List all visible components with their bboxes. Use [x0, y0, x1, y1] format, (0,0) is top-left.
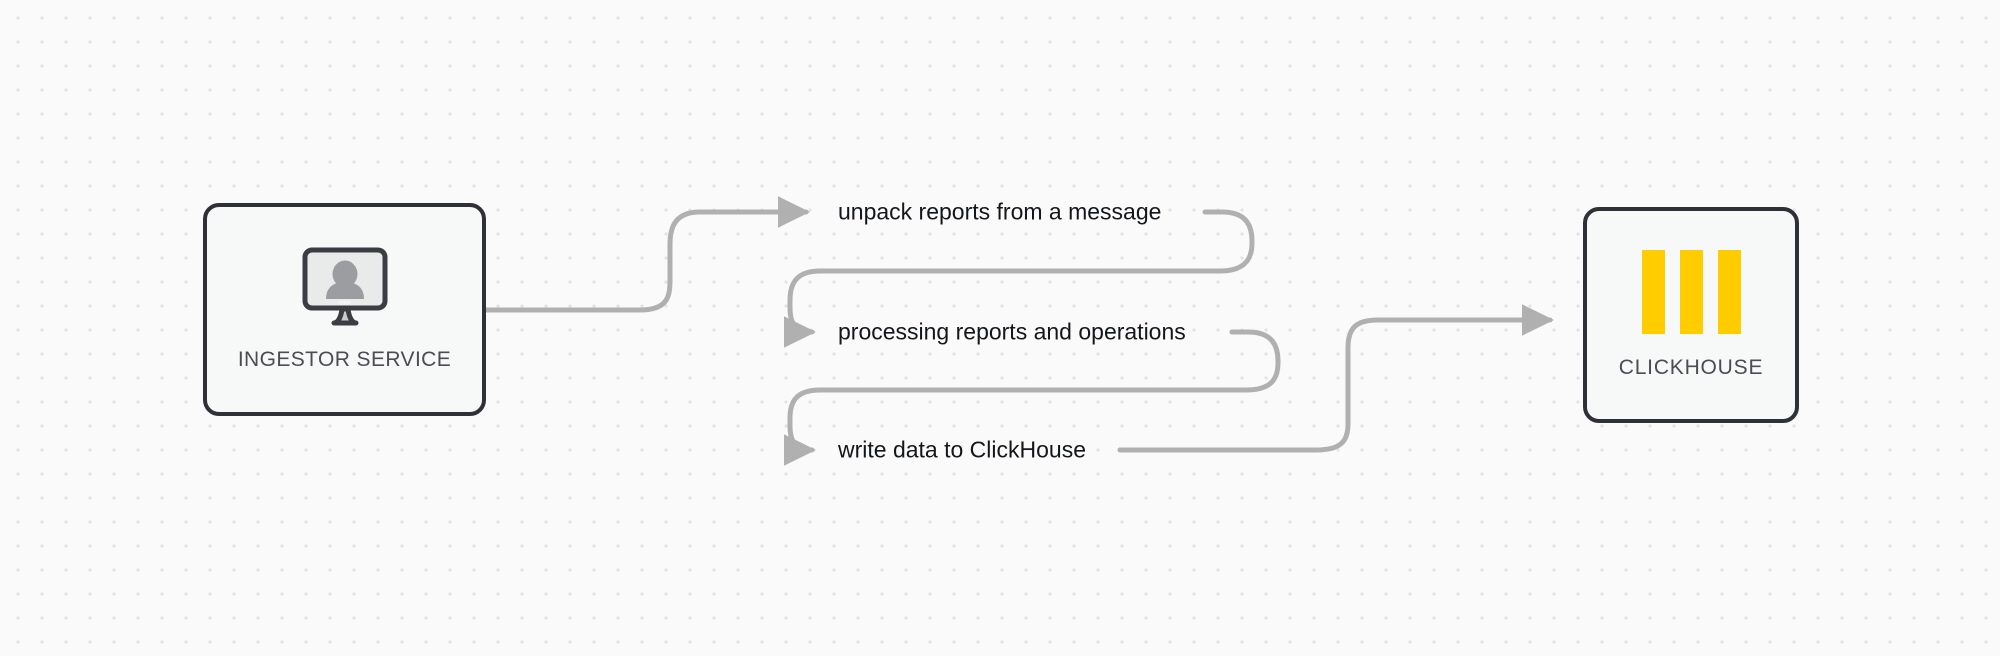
- clickhouse-bar: [1717, 250, 1741, 334]
- node-clickhouse[interactable]: CLICKHOUSE: [1583, 207, 1799, 423]
- node-clickhouse-label: CLICKHOUSE: [1618, 356, 1764, 379]
- edge-label-unpack-reports: unpack reports from a message: [832, 198, 1168, 226]
- clickhouse-bar: [1679, 250, 1703, 334]
- node-ingestor-label: INGESTOR SERVICE: [237, 348, 452, 371]
- clickhouse-bar: [1641, 250, 1665, 334]
- edge-path-0-return: [783, 209, 1255, 348]
- edge-path-2-out: [1117, 304, 1555, 453]
- edge-label-write-data: write data to ClickHouse: [832, 436, 1092, 464]
- clickhouse-logo-icon: [1641, 250, 1741, 334]
- monitor-user-icon: [301, 247, 389, 332]
- node-ingestor-service[interactable]: INGESTOR SERVICE: [203, 203, 486, 416]
- edge-path-0: [483, 196, 811, 313]
- edge-label-processing-reports: processing reports and operations: [832, 318, 1192, 346]
- edge-path-1-return: [783, 329, 1281, 466]
